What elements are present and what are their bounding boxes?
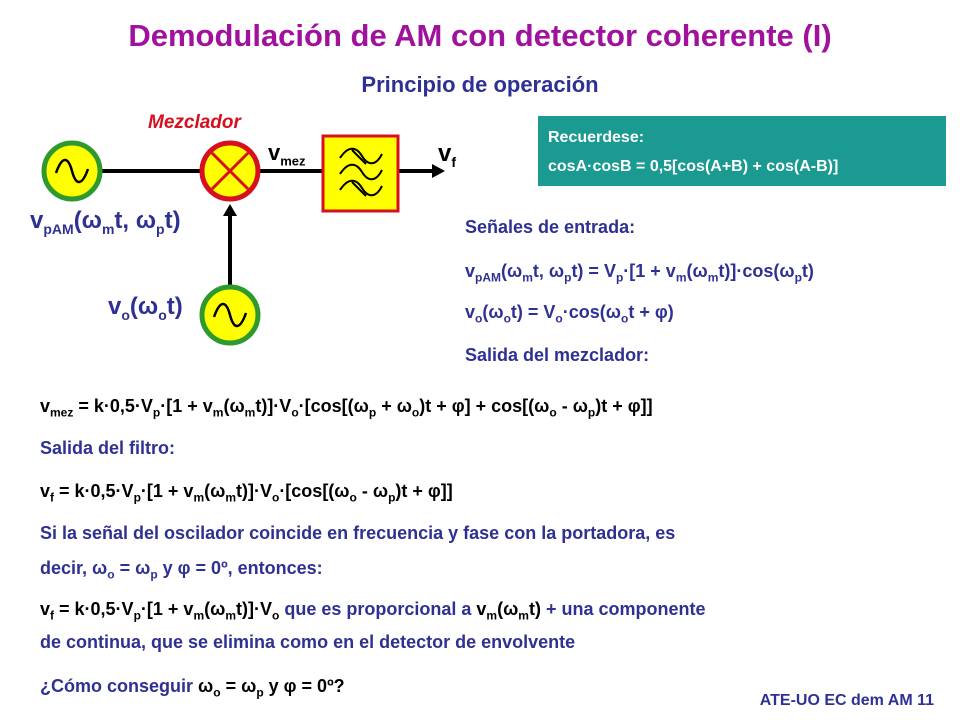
reminder-box: Recuerdese: cosA·cosB = 0,5[cos(A+B) + c…	[538, 116, 946, 186]
filter-icon	[321, 134, 400, 213]
mixer-icon	[199, 140, 261, 202]
oscillator-label: vo(ωot)	[108, 293, 183, 323]
oscillator-icon	[199, 284, 261, 346]
question: ¿Cómo conseguir ωo = ωp y φ = 0º?	[40, 676, 345, 700]
vmez-label: vmez	[268, 140, 306, 169]
page-title: Demodulación de AM con detector coherent…	[128, 18, 832, 53]
inputs-heading: Señales de entrada:	[465, 217, 636, 237]
page-subtitle: Principio de operación	[361, 72, 599, 97]
vf-equation: vf = k·0,5·Vp·[1 + vm(ωmt)]·Vo·[cos[(ωo …	[40, 481, 453, 505]
input-signal-label: vpAM(ωmt, ωpt)	[30, 207, 181, 237]
filter-output-heading: Salida del filtro:	[40, 438, 176, 458]
mixer-output-heading: Salida del mezclador:	[465, 345, 650, 365]
condition-line-2: decir, ωo = ωp y φ = 0º, entonces:	[40, 558, 323, 582]
condition-line-1: Si la señal del oscilador coincide en fr…	[40, 523, 676, 543]
reminder-formula: cosA·cosB = 0,5[cos(A+B) + cos(A-B)]	[548, 158, 839, 175]
footer-slide-id: ATE-UO EC dem AM 11	[759, 692, 934, 709]
result-line-1: vf = k·0,5·Vp·[1 + vm(ωmt)]·Vo que es pr…	[40, 599, 706, 623]
vpam-equation: vpAM(ωmt, ωpt) = Vp·[1 + vm(ωmt)]·cos(ωp…	[465, 261, 814, 285]
reminder-title: Recuerdese:	[548, 129, 645, 146]
vo-equation: vo(ωot) = Vo·cos(ωot + φ)	[465, 302, 674, 326]
result-line-2: de continua, que se elimina como en el d…	[40, 632, 576, 652]
am-source-icon	[41, 140, 103, 202]
vmez-equation: vmez = k·0,5·Vp·[1 + vm(ωmt)]·Vo·[cos[(ω…	[40, 396, 653, 420]
vf-label: vf	[438, 140, 457, 170]
mixer-label: Mezclador	[148, 112, 241, 133]
